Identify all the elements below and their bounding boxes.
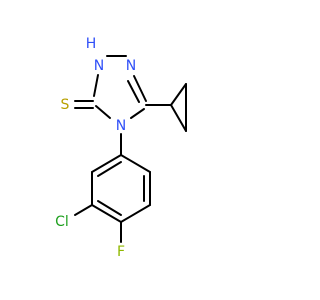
- bond-ar-6-inner: [97, 161, 122, 177]
- atom-cl-label: Cl: [55, 214, 69, 230]
- atom-f-label: F: [117, 244, 125, 260]
- bond-ar-6: [91, 154, 122, 173]
- atom-n4-label: N: [116, 118, 126, 134]
- bond-ar-1: [120, 154, 151, 173]
- bond-ar-3: [120, 204, 151, 223]
- bond-n4-c3: [95, 105, 111, 119]
- atom-nh-label: N: [94, 58, 104, 74]
- atom-labels: H N N N S Cl F: [55, 36, 136, 260]
- bond-c5-n4: [130, 108, 145, 119]
- bond-ar-4: [91, 204, 122, 223]
- bond-cp-1: [170, 83, 187, 106]
- atom-h-label: H: [86, 36, 97, 52]
- bond-n-c5: [133, 75, 147, 102]
- molecule-structure: H N N N S Cl F: [0, 0, 300, 300]
- bond-cp-3: [170, 104, 187, 132]
- bonds: [74, 55, 187, 243]
- bond-n-c5-inner: [127, 80, 140, 103]
- bond-ar-4-inner: [97, 200, 122, 216]
- bond-c-cl: [74, 204, 93, 216]
- atom-n2-label: N: [126, 58, 136, 74]
- canvas-background: [0, 0, 300, 300]
- atom-s-label: S: [61, 97, 70, 113]
- bond-c3-nh: [93, 74, 99, 97]
